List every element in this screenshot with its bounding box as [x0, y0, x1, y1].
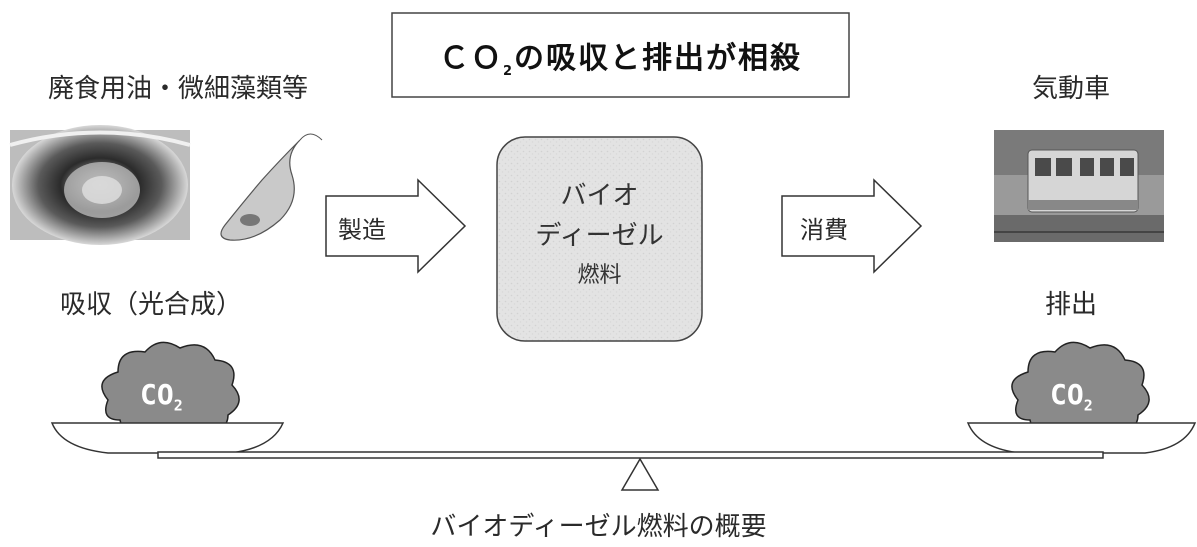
scale-pan-right: [966, 422, 1197, 454]
manufacture-arrow: [325, 178, 467, 274]
microalgae-illustration: [220, 133, 323, 241]
title-subscript: 2: [502, 64, 515, 79]
co2-label-right: CO2: [1050, 378, 1093, 415]
consume-arrow-label: 消費: [800, 216, 848, 244]
absorption-label: 吸収（光合成）: [60, 290, 243, 320]
title-box: [391, 12, 850, 98]
manufacture-arrow-label: 製造: [338, 216, 386, 244]
box-line-3: 燃料: [577, 263, 622, 288]
box-line-2: ディーゼル: [535, 221, 664, 251]
oil-pan-photo: [9, 125, 191, 245]
title-suffix: の吸収と排出が相殺: [514, 41, 803, 76]
co2-sub-left: 2: [173, 396, 183, 415]
page-title: ＣＯ2の吸収と排出が相殺: [392, 33, 849, 79]
fulcrum-triangle: [620, 457, 660, 491]
co2-sub-right: 2: [1083, 396, 1093, 415]
balance-beam: [157, 451, 1104, 459]
vehicle-label: 気動車: [1032, 74, 1111, 104]
scale-pan-left: [50, 422, 285, 454]
diesel-railcar-photo: [994, 130, 1164, 242]
co2-text-right: CO: [1050, 378, 1084, 411]
consume-arrow: [781, 178, 923, 274]
caption: バイオディーゼル燃料の概要: [430, 512, 767, 542]
emission-label: 排出: [1045, 290, 1098, 320]
box-line-1: バイオ: [560, 181, 639, 211]
biodiesel-box: [496, 136, 703, 342]
co2-text-left: CO: [140, 378, 174, 411]
biodiesel-box-text: バイオ ディーゼル 燃料: [497, 176, 702, 296]
source-label: 廃食用油・微細藻類等: [48, 74, 309, 104]
co2-label-left: CO2: [140, 378, 183, 415]
title-co: ＣＯ: [438, 41, 503, 76]
